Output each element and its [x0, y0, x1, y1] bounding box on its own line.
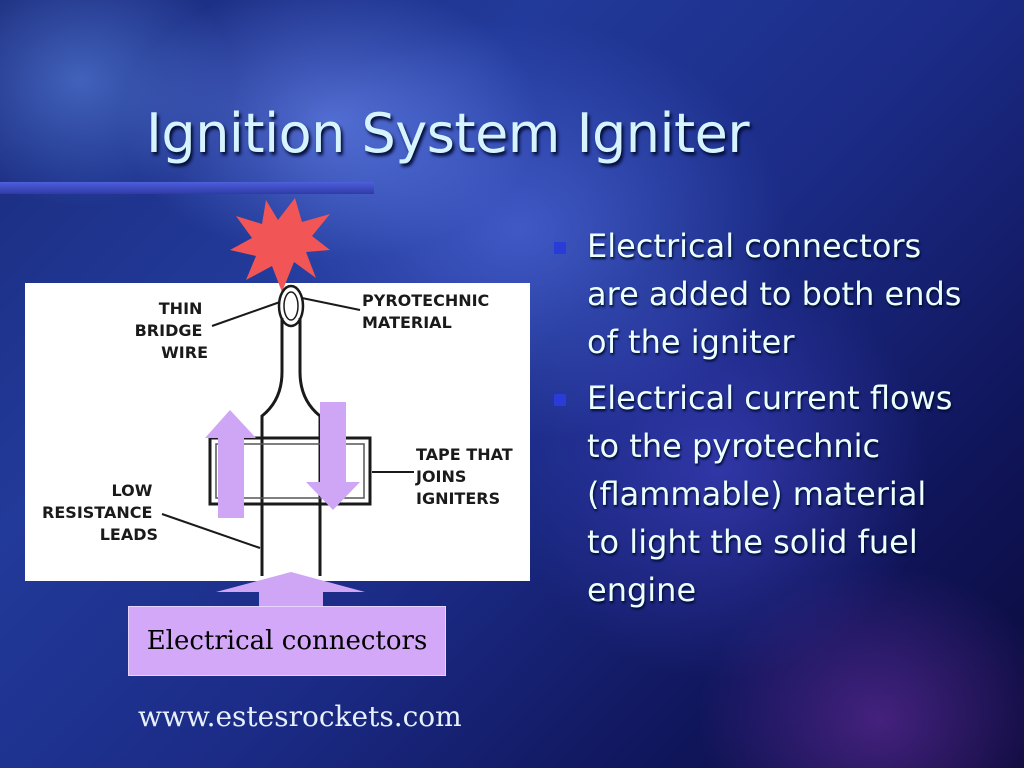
bullet-item: Electrical current flows to the pyrotech…	[548, 374, 968, 614]
tape-band	[208, 436, 372, 506]
bullet-text: Electrical connectors are added to both …	[587, 227, 962, 361]
igniter-body	[260, 318, 322, 576]
bullet-text: Electrical current flows to the pyrotech…	[587, 379, 953, 609]
connectors-arrow	[216, 572, 365, 606]
label-pyrotechnic-material: PYROTECHNIC MATERIAL	[362, 291, 495, 332]
bullet-list: Electrical connectors are added to both …	[548, 222, 968, 622]
bullet-item: Electrical connectors are added to both …	[548, 222, 968, 366]
slide-title: Ignition System Igniter	[146, 102, 750, 165]
bridge-wire-loop	[277, 284, 305, 328]
label-tape: TAPE THAT JOINS IGNITERS	[415, 445, 518, 508]
callout-text: Electrical connectors	[146, 626, 428, 656]
igniter-diagram-panel	[25, 283, 530, 581]
igniter-diagram: THIN BRIDGE WIRE PYROTECHNIC MATERIAL TA…	[42, 198, 518, 606]
current-up-arrow	[205, 410, 256, 518]
source-url: www.estesrockets.com	[138, 700, 462, 733]
title-underline	[0, 182, 374, 194]
square-bullet-icon	[554, 242, 566, 254]
electrical-connectors-callout: Electrical connectors	[128, 606, 446, 676]
label-thin-bridge-wire: THIN BRIDGE WIRE	[135, 299, 208, 362]
square-bullet-icon	[554, 394, 566, 406]
spark-flash-icon	[230, 198, 330, 292]
label-low-resistance-leads: LOW RESISTANCE LEADS	[42, 481, 158, 544]
current-down-arrow	[306, 402, 360, 510]
